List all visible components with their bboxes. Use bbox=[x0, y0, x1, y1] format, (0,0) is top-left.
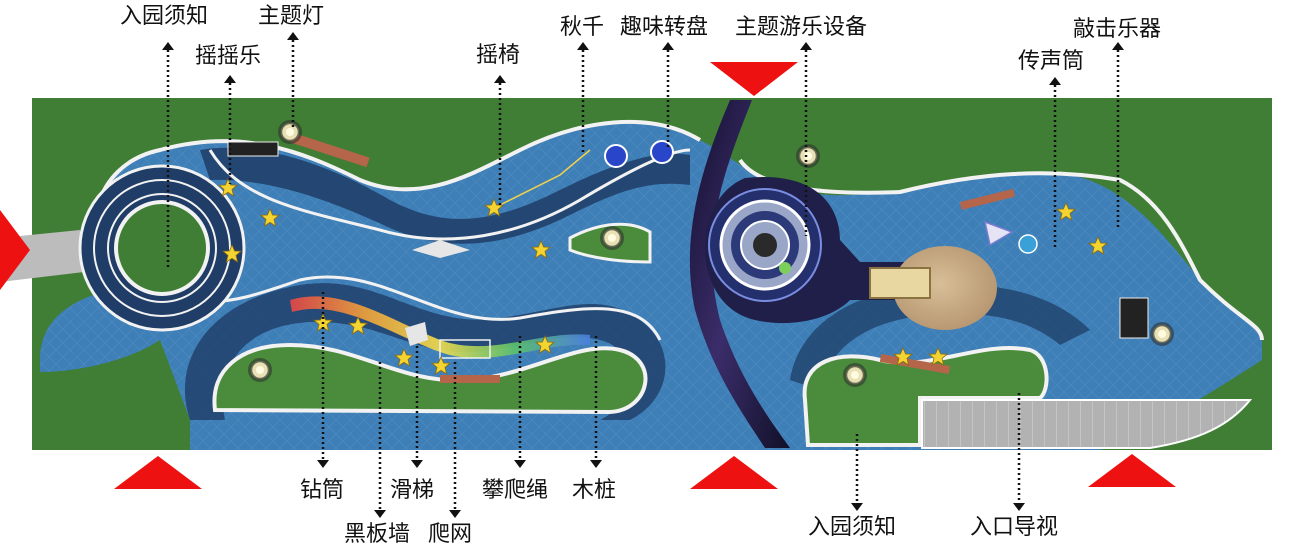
label-percussion: 敲击乐器 bbox=[1073, 17, 1162, 42]
leader-arrowheads bbox=[162, 32, 1124, 518]
label-swing: 秋千 bbox=[560, 15, 605, 40]
dark-ribbon-upper bbox=[200, 147, 690, 244]
bench-right bbox=[959, 188, 1016, 210]
entrance-plaza bbox=[921, 399, 1253, 449]
lamp-6 bbox=[1149, 321, 1175, 347]
rocket bbox=[983, 220, 1014, 247]
leader-lines bbox=[166, 35, 1120, 515]
lamp-3 bbox=[599, 225, 625, 251]
percussion-panel bbox=[1119, 297, 1149, 339]
entrance-arrow-bottom-2 bbox=[690, 456, 778, 489]
lamp-2 bbox=[795, 143, 821, 169]
label-climbing-net: 爬网 bbox=[428, 522, 473, 547]
globe bbox=[1018, 234, 1038, 254]
bench-bottom bbox=[879, 353, 951, 375]
label-entry-notice-bottom: 入园须知 bbox=[808, 515, 897, 540]
label-rocking-toy: 摇摇乐 bbox=[195, 44, 262, 69]
label-speaking-tube: 传声筒 bbox=[1018, 49, 1085, 74]
rocking-chair-line bbox=[499, 149, 591, 206]
label-rocking-chair: 摇椅 bbox=[476, 43, 521, 68]
lawn-bottom-left bbox=[40, 340, 190, 450]
border-outer-top bbox=[92, 119, 702, 292]
label-climbing-rope: 攀爬绳 bbox=[482, 478, 549, 503]
label-chalkboard-wall: 黑板墙 bbox=[344, 522, 411, 547]
entrance-arrow-top bbox=[710, 62, 798, 96]
label-theme-ride: 主题游乐设备 bbox=[735, 15, 868, 40]
lamp-1 bbox=[277, 119, 303, 145]
lamp-5 bbox=[842, 362, 868, 388]
label-wood-stakes: 木桩 bbox=[572, 478, 617, 503]
slide-shape bbox=[412, 240, 470, 258]
bench-top bbox=[290, 132, 370, 168]
label-fun-turntable: 趣味转盘 bbox=[620, 15, 709, 40]
label-theme-lamp: 主题灯 bbox=[258, 4, 325, 29]
turntable-1 bbox=[604, 144, 628, 168]
climbing-net-frame bbox=[439, 339, 491, 359]
circular-track-left bbox=[78, 164, 246, 332]
chalkboard-strip bbox=[227, 141, 279, 157]
dark-ribbon-lower bbox=[184, 283, 666, 420]
bench-lower bbox=[440, 375, 500, 383]
lamp-4 bbox=[247, 357, 273, 383]
theme-ride-platform bbox=[704, 176, 905, 324]
dark-ribbon-right bbox=[790, 284, 1090, 390]
label-slide: 滑梯 bbox=[390, 478, 435, 503]
galaxy-band bbox=[689, 100, 790, 448]
label-entrance-guide: 入口导视 bbox=[970, 515, 1059, 540]
border-inner-a bbox=[208, 148, 691, 241]
entrance-arrow-bottom-1 bbox=[114, 456, 202, 489]
label-tunnel: 钻筒 bbox=[300, 478, 345, 503]
border-outer-right bbox=[738, 158, 1264, 341]
tunnel-shape bbox=[405, 322, 428, 346]
entrance-arrow-bottom-3 bbox=[1088, 454, 1176, 487]
label-entry-notice-top: 入园须知 bbox=[120, 4, 209, 29]
play-frame bbox=[869, 267, 931, 299]
rainbow-band bbox=[290, 296, 590, 359]
turntable-2 bbox=[650, 140, 674, 164]
entrance-arrow-left bbox=[0, 210, 30, 290]
